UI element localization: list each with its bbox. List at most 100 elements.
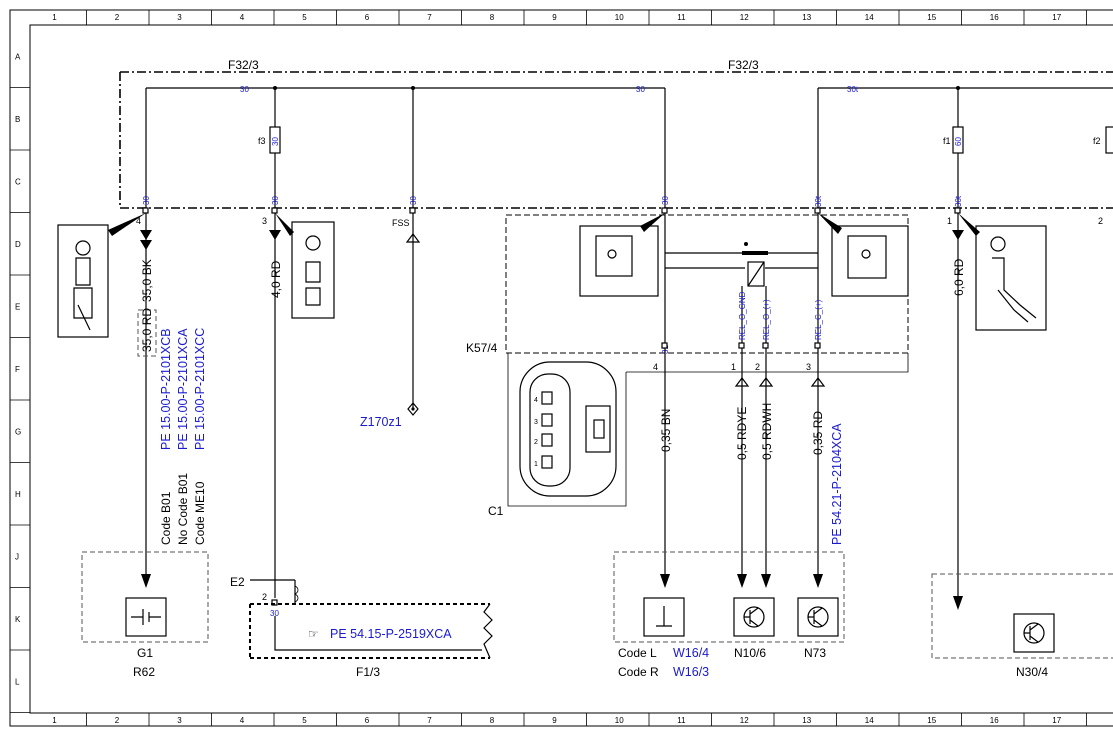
callout-pointer [108, 213, 146, 236]
connector-arrow-icon [140, 230, 152, 250]
battery-icon [131, 609, 161, 625]
grid-column-label: 17 [1052, 716, 1061, 725]
connector-arrow-icon [405, 233, 421, 243]
grid-column-label: 17 [1052, 13, 1061, 22]
pe-reference-link[interactable]: PE 15.00-P-2101XCA [176, 328, 190, 450]
grid-column-label: 6 [365, 716, 370, 725]
pin-label: 2 [1098, 216, 1103, 226]
grid-column-label: 15 [927, 716, 936, 725]
code-line-link[interactable]: W16/3 [673, 665, 709, 679]
connector-arrow-icon [269, 230, 281, 240]
pin-square [661, 342, 668, 349]
n106-component-box [613, 551, 845, 643]
pe-reference-link[interactable]: PE 15.00-P-2101XCC [193, 328, 207, 450]
fuse-f3-symbol [269, 126, 281, 154]
code-line-link[interactable]: W16/4 [673, 646, 709, 660]
grid-row-label: C [15, 177, 21, 186]
f13-wire [274, 616, 482, 651]
connector-pin-label: 2 [534, 439, 538, 446]
ground-icon [656, 606, 672, 627]
terminal-label: 30 [636, 85, 645, 94]
grid-column-label: 6 [365, 13, 370, 22]
grid-column-label: 13 [802, 13, 811, 22]
grid-column-label: 4 [240, 716, 245, 725]
connector-latch-inner [593, 419, 605, 439]
e2-outline [250, 579, 296, 604]
component-label: F1/3 [356, 665, 380, 679]
grid-column-label: 14 [865, 13, 874, 22]
f1-terminal-image [975, 225, 1047, 331]
connector-arrow-icon [734, 377, 826, 387]
component-label: N30/4 [1016, 665, 1048, 679]
c1-connector-outline [507, 353, 909, 507]
pin-square [762, 342, 769, 349]
pin-square [954, 207, 961, 214]
terminal-label: 30 [661, 196, 670, 205]
component-label: E2 [230, 575, 245, 589]
transistor-leads [808, 607, 823, 627]
pin-label: 3 [806, 362, 811, 372]
grid-column-label: 3 [177, 716, 182, 725]
connector-pin-label: 4 [534, 397, 538, 404]
grid-column-label: 16 [990, 13, 999, 22]
grid-column-label: 2 [115, 13, 120, 22]
pin-square [814, 207, 821, 214]
pin-label: 2 [755, 362, 760, 372]
pin-square [814, 342, 821, 349]
wire-marker-box [137, 309, 157, 357]
splice-dot [411, 407, 415, 411]
grid-column-label: 10 [615, 13, 624, 22]
n304-component-box [931, 573, 1113, 659]
wire-label: 0,35 RD [811, 411, 825, 455]
fuse-f3-label: f3 [258, 136, 266, 146]
wire-label: 6,0 RD [952, 258, 966, 296]
battery-symbol-box [125, 597, 167, 637]
relay-contact-dot [744, 242, 748, 246]
connector-pin-4 [541, 391, 553, 405]
transistor-box [797, 597, 839, 637]
grid-column-label: 1 [52, 13, 57, 22]
grid-row-label: J [15, 552, 19, 561]
splice-reference-link[interactable]: Z170z1 [360, 415, 402, 429]
code-line-label: Code R [618, 665, 659, 679]
grid-row-label: L [15, 677, 20, 686]
grid-column-label: 12 [740, 13, 749, 22]
splice-icon [407, 402, 419, 416]
pin-square [142, 207, 149, 214]
grid-column-label: 12 [740, 716, 749, 725]
grid-column-label: 16 [990, 716, 999, 725]
grid-column-label: 8 [490, 13, 495, 22]
pe-reference-link[interactable]: PE 15.00-P-2101XCB [159, 328, 173, 450]
fuse-box-label-right: F32/3 [728, 58, 759, 72]
pin-label: 1 [731, 362, 736, 372]
grid-column-label: 7 [427, 716, 432, 725]
pe-reference-link[interactable]: PE 54.21-P-2104XCA [830, 423, 844, 545]
code-line-label: Code L [618, 646, 657, 660]
arrow-head-icon [141, 574, 151, 588]
transistor-box [1013, 613, 1055, 653]
transistor-leads [1024, 623, 1039, 643]
grid-row-label: E [15, 302, 20, 311]
component-label: N10/6 [734, 646, 766, 660]
drawing-area [29, 24, 1113, 714]
relay-vertical-wires [664, 213, 819, 343]
ring-terminal-icon [305, 235, 321, 251]
connector-housing [529, 373, 571, 487]
connector-pin-label: 3 [534, 419, 538, 426]
pe-reference-link[interactable]: PE 54.15-P-2519XCA [330, 627, 452, 641]
grid-row-label: D [15, 240, 21, 249]
component-label: R62 [133, 665, 155, 679]
grid-column-label: 11 [677, 716, 686, 725]
transistor-box [733, 597, 775, 637]
grid-column-label: 13 [802, 716, 811, 725]
signal-wires [741, 348, 819, 584]
pin-label: 1 [947, 216, 952, 226]
fuse-box-label-left: F32/3 [228, 58, 259, 72]
grid-column-label: 5 [302, 13, 307, 22]
f3-terminal-image [291, 221, 335, 319]
callout-pointer [818, 213, 842, 234]
terminal-label: 30t [814, 195, 823, 207]
component-label: N73 [804, 646, 826, 660]
grid-column-label: 2 [115, 716, 120, 725]
pin-square [271, 207, 278, 214]
